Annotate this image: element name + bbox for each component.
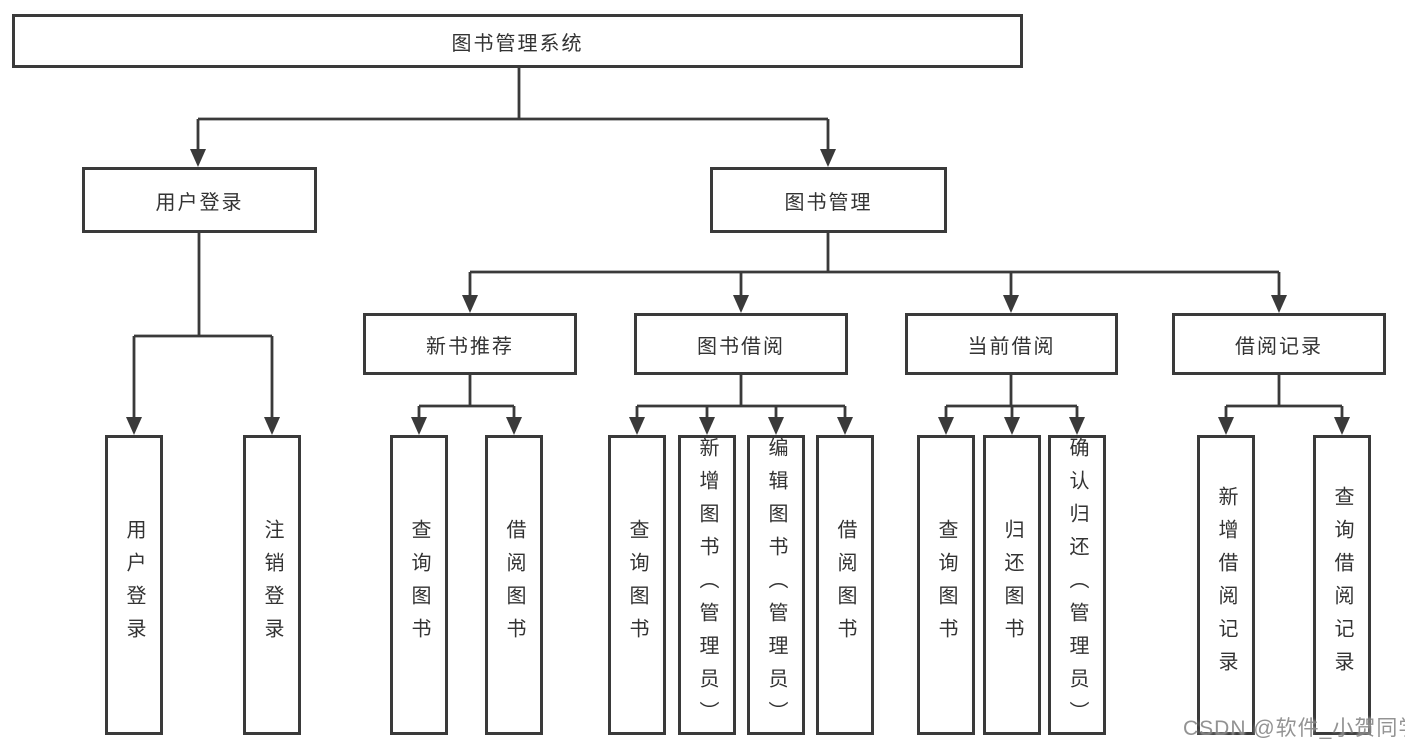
leaf-confirm-return-admin-label: 确认归还（管理员） — [1066, 436, 1088, 734]
arrowhead — [1003, 295, 1019, 313]
arrowhead — [768, 417, 784, 435]
leaf-add-books-admin: 新增图书（管理员） — [678, 435, 736, 735]
leaf-add-books-admin-label: 新增图书（管理员） — [696, 436, 718, 734]
arrowhead — [1218, 417, 1234, 435]
connector-currentborrow-to-children — [944, 375, 1079, 420]
arrowhead — [1271, 295, 1287, 313]
leaf-query-books-current: 查询图书 — [917, 435, 975, 735]
leaf-return-books: 归还图书 — [983, 435, 1041, 735]
leaf-add-borrow-record: 新增借阅记录 — [1197, 435, 1255, 735]
arrowhead — [1069, 417, 1085, 435]
arrowhead — [938, 417, 954, 435]
arrowhead — [837, 417, 853, 435]
connector-bookmgmt-to-level3 — [468, 233, 1281, 298]
node-book-management: 图书管理 — [710, 167, 947, 233]
leaf-query-books-borrow-label: 查询图书 — [626, 519, 648, 651]
leaf-logout-label: 注销登录 — [261, 519, 283, 651]
connector-userlogin-to-children — [132, 233, 274, 420]
leaf-logout: 注销登录 — [243, 435, 301, 735]
arrowhead — [411, 417, 427, 435]
arrowhead — [1004, 417, 1020, 435]
watermark: CSDN @软件_小贺同学 — [1183, 717, 1405, 740]
arrowhead — [733, 295, 749, 313]
arrowhead — [126, 417, 142, 435]
leaf-query-books-current-label: 查询图书 — [935, 519, 957, 651]
leaf-return-books-label: 归还图书 — [1001, 519, 1023, 651]
leaf-borrow-books: 借阅图书 — [816, 435, 874, 735]
arrowhead — [820, 149, 836, 167]
leaf-query-books-recommend-label: 查询图书 — [408, 519, 430, 651]
leaf-user-login-label: 用户登录 — [123, 519, 145, 651]
leaf-add-borrow-record-label: 新增借阅记录 — [1215, 486, 1237, 684]
leaf-borrow-books-recommend-label: 借阅图书 — [503, 519, 525, 651]
node-book-management-label: 图书管理 — [784, 191, 873, 214]
node-current-borrow-label: 当前借阅 — [967, 335, 1056, 358]
leaf-query-borrow-record-label: 查询借阅记录 — [1331, 486, 1353, 684]
node-borrow-records-label: 借阅记录 — [1235, 335, 1323, 358]
node-new-book-recommend: 新书推荐 — [363, 313, 577, 375]
leaf-user-login: 用户登录 — [105, 435, 163, 735]
leaf-query-books-recommend: 查询图书 — [390, 435, 448, 735]
node-current-borrow: 当前借阅 — [905, 313, 1118, 375]
node-root-label: 图书管理系统 — [451, 32, 584, 55]
node-user-login: 用户登录 — [82, 167, 317, 233]
node-book-borrow-label: 图书借阅 — [697, 335, 785, 358]
arrowhead — [1334, 417, 1350, 435]
arrowhead — [699, 417, 715, 435]
arrowhead — [264, 417, 280, 435]
connector-records-to-children — [1224, 375, 1344, 420]
leaf-edit-books-admin: 编辑图书（管理员） — [747, 435, 805, 735]
node-new-book-recommend-label: 新书推荐 — [426, 335, 514, 358]
connector-bookborrow-to-children — [635, 375, 847, 420]
connector-root-to-level2 — [196, 68, 830, 152]
leaf-query-borrow-record: 查询借阅记录 — [1313, 435, 1371, 735]
node-book-borrow: 图书借阅 — [634, 313, 848, 375]
node-user-login-label: 用户登录 — [155, 191, 244, 214]
leaf-borrow-books-recommend: 借阅图书 — [485, 435, 543, 735]
leaf-borrow-books-label: 借阅图书 — [834, 519, 856, 651]
leaf-query-books-borrow: 查询图书 — [608, 435, 666, 735]
arrowheads — [126, 149, 1350, 435]
node-borrow-records: 借阅记录 — [1172, 313, 1386, 375]
connector-newbook-to-children — [417, 375, 516, 420]
arrowhead — [506, 417, 522, 435]
arrowhead — [629, 417, 645, 435]
leaf-edit-books-admin-label: 编辑图书（管理员） — [765, 436, 787, 734]
arrowhead — [462, 295, 478, 313]
node-root: 图书管理系统 — [12, 14, 1023, 68]
leaf-confirm-return-admin: 确认归还（管理员） — [1048, 435, 1106, 735]
arrowhead — [190, 149, 206, 167]
